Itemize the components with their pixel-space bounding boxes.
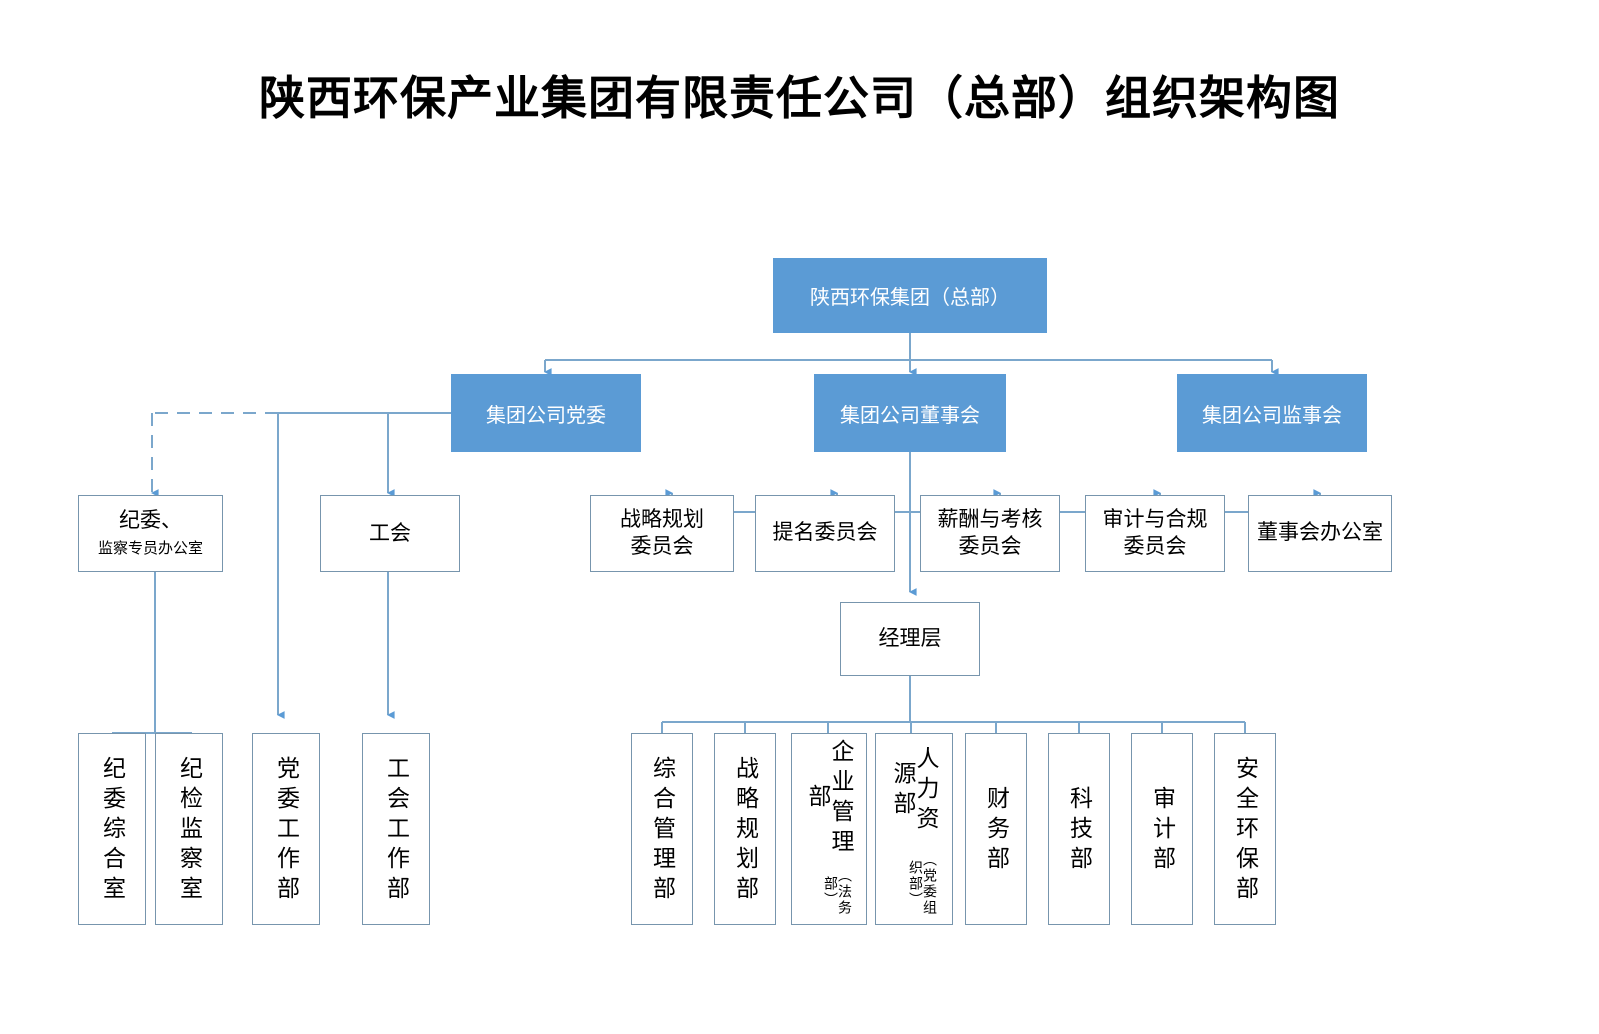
page-title: 陕西环保产业集团有限责任公司（总部）组织架构图 (259, 73, 1340, 124)
node-group-headquarters[interactable]: 陕西环保集团（总部） (773, 258, 1047, 333)
node-dept-party-work[interactable]: 党委工作部 (252, 733, 320, 925)
node-label-stack: 战略规划部 (732, 738, 759, 924)
node-label: 工会 (369, 521, 411, 545)
node-label: 纪委综合室 (99, 756, 126, 906)
node-label: 综合管理部 (649, 756, 676, 906)
node-label-stack: 综合管理部 (649, 738, 676, 924)
node-labor-union[interactable]: 工会 (320, 495, 460, 572)
node-discipline-inspection-office[interactable]: 纪委、 监察专员办公室 (78, 495, 223, 572)
node-label-stack: 企业管理部 （法务部） (805, 738, 854, 924)
node-label-stack: 薪酬与考核 委员会 (938, 507, 1043, 560)
node-dept-strategy-planning[interactable]: 战略规划部 (714, 733, 776, 925)
node-label-line2: 委员会 (958, 534, 1022, 558)
node-management-layer[interactable]: 经理层 (840, 602, 980, 676)
node-label-stack: 董事会办公室 (1257, 520, 1383, 546)
node-label-line1: 纪委、 (118, 509, 182, 532)
node-label-paren: （法务部） (823, 867, 853, 916)
node-label: 集团公司董事会 (840, 404, 980, 427)
node-board-of-supervisors[interactable]: 集团公司监事会 (1177, 374, 1367, 452)
node-dept-discipline-supervision-office[interactable]: 纪检监察室 (155, 733, 223, 925)
node-label-stack: 纪委、 监察专员办公室 (98, 508, 203, 559)
node-committee-audit-compliance[interactable]: 审计与合规 委员会 (1085, 495, 1225, 572)
node-label-stack: 安全环保部 (1232, 738, 1259, 924)
node-board-of-directors[interactable]: 集团公司董事会 (814, 374, 1006, 452)
node-dept-general-management[interactable]: 综合管理部 (631, 733, 693, 925)
node-label: 集团公司监事会 (1202, 404, 1342, 427)
node-dept-safety-environment[interactable]: 安全环保部 (1214, 733, 1276, 925)
node-committee-strategy-planning[interactable]: 战略规划 委员会 (590, 495, 734, 572)
node-label-line2: 委员会 (630, 534, 694, 558)
node-dept-finance[interactable]: 财务部 (965, 733, 1027, 925)
node-label: 科技部 (1066, 786, 1093, 876)
node-label-line1: 董事会办公室 (1257, 521, 1383, 545)
node-label: 人力资源部 (890, 746, 939, 837)
node-label-paren: （党委组织部） (908, 852, 938, 917)
node-dept-human-resources[interactable]: 人力资源部 （党委组织部） (875, 733, 953, 925)
node-label: 安全环保部 (1232, 756, 1259, 906)
node-label-stack: 审计与合规 委员会 (1103, 507, 1208, 560)
node-label: 集团公司党委 (486, 404, 606, 427)
node-label: 经理层 (878, 627, 942, 651)
node-label: 党委工作部 (273, 756, 300, 906)
node-label-stack: 战略规划 委员会 (620, 507, 704, 560)
node-label: 工会工作部 (383, 756, 410, 906)
node-label-stack: 提名委员会 (773, 520, 878, 546)
node-label-stack: 财务部 (983, 738, 1010, 924)
node-dept-union-work[interactable]: 工会工作部 (362, 733, 430, 925)
node-dept-jiwei-general-office[interactable]: 纪委综合室 (78, 733, 146, 925)
node-label-line1: 薪酬与考核 (937, 508, 1043, 532)
node-label: 企业管理部 (805, 738, 854, 859)
node-label: 纪检监察室 (176, 756, 203, 906)
node-label-stack: 科技部 (1066, 738, 1093, 924)
node-label: 陕西环保集团（总部） (810, 287, 1010, 309)
node-party-committee[interactable]: 集团公司党委 (451, 374, 641, 452)
node-label: 战略规划部 (732, 756, 759, 906)
node-label-line1: 战略规划 (620, 508, 704, 532)
node-label: 财务部 (983, 786, 1010, 876)
node-label-line1: 审计与合规 (1102, 508, 1208, 532)
node-dept-audit[interactable]: 审计部 (1131, 733, 1193, 925)
node-label-line2: 监察专员办公室 (97, 540, 203, 558)
node-committee-nomination[interactable]: 提名委员会 (755, 495, 895, 572)
node-dept-enterprise-management[interactable]: 企业管理部 （法务部） (791, 733, 867, 925)
node-dept-science-technology[interactable]: 科技部 (1048, 733, 1110, 925)
node-label-line1: 提名委员会 (772, 521, 878, 545)
node-label: 审计部 (1149, 786, 1176, 876)
node-label-stack: 人力资源部 （党委组织部） (890, 738, 939, 924)
node-label-stack: 审计部 (1149, 738, 1176, 924)
node-label-line2: 委员会 (1123, 534, 1187, 558)
node-board-office[interactable]: 董事会办公室 (1248, 495, 1392, 572)
node-committee-compensation-assessment[interactable]: 薪酬与考核 委员会 (920, 495, 1060, 572)
